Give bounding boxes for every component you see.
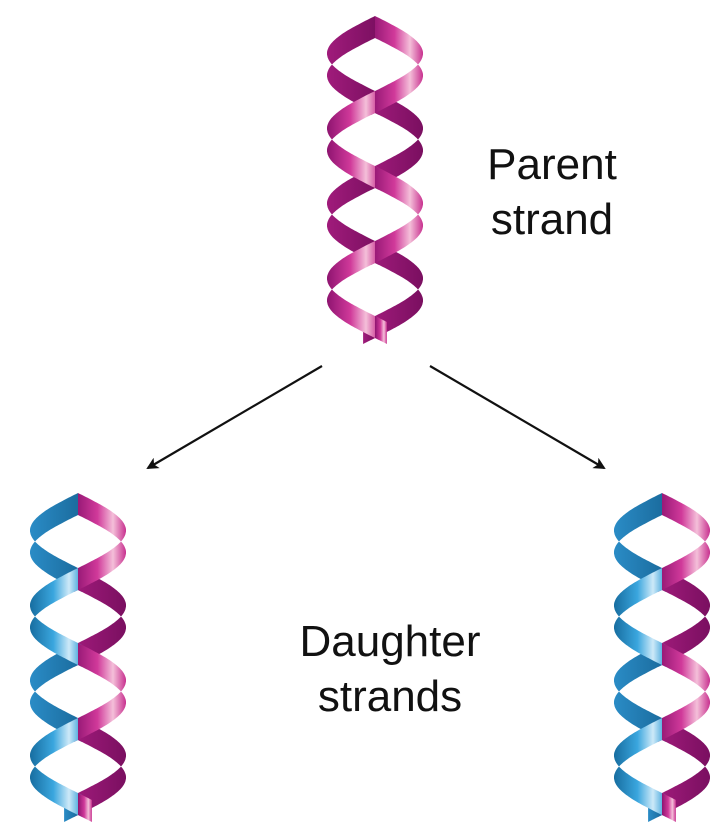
parent-strand-label: Parent strand <box>462 137 642 247</box>
helix-right-blue-ribbon-segment <box>614 718 666 817</box>
daughter-strand-left-helix <box>30 493 126 822</box>
helix-parent-magenta-ribbon-segment <box>371 16 423 115</box>
helix-right-magenta-ribbon-segment <box>658 643 710 742</box>
helix-left-blue-ribbon-segment <box>30 568 82 667</box>
helix-left-magenta-ribbon-segment <box>74 643 126 742</box>
helix-parent-magenta-ribbon-segment <box>371 166 423 265</box>
daughter-label-line2: strands <box>265 669 515 724</box>
arrow-to-left-daughter <box>148 366 322 468</box>
parent-label-line1: Parent <box>462 137 642 192</box>
daughter-label-line1: Daughter <box>265 614 515 669</box>
helix-parent-magenta-ribbon-segment <box>327 241 379 340</box>
helix-right-magenta-ribbon-segment <box>658 493 710 592</box>
helix-right-blue-ribbon-segment <box>614 568 666 667</box>
daughter-strand-right-helix <box>614 493 710 822</box>
helix-left-blue-ribbon-segment <box>30 718 82 817</box>
helix-parent-magenta-ribbon-segment <box>327 91 379 190</box>
helix-left-magenta-ribbon-segment <box>74 493 126 592</box>
arrow-to-right-daughter <box>430 366 604 468</box>
parent-label-line2: strand <box>462 192 642 247</box>
parent-strand-helix <box>327 16 423 344</box>
daughter-strands-label: Daughter strands <box>265 614 515 724</box>
